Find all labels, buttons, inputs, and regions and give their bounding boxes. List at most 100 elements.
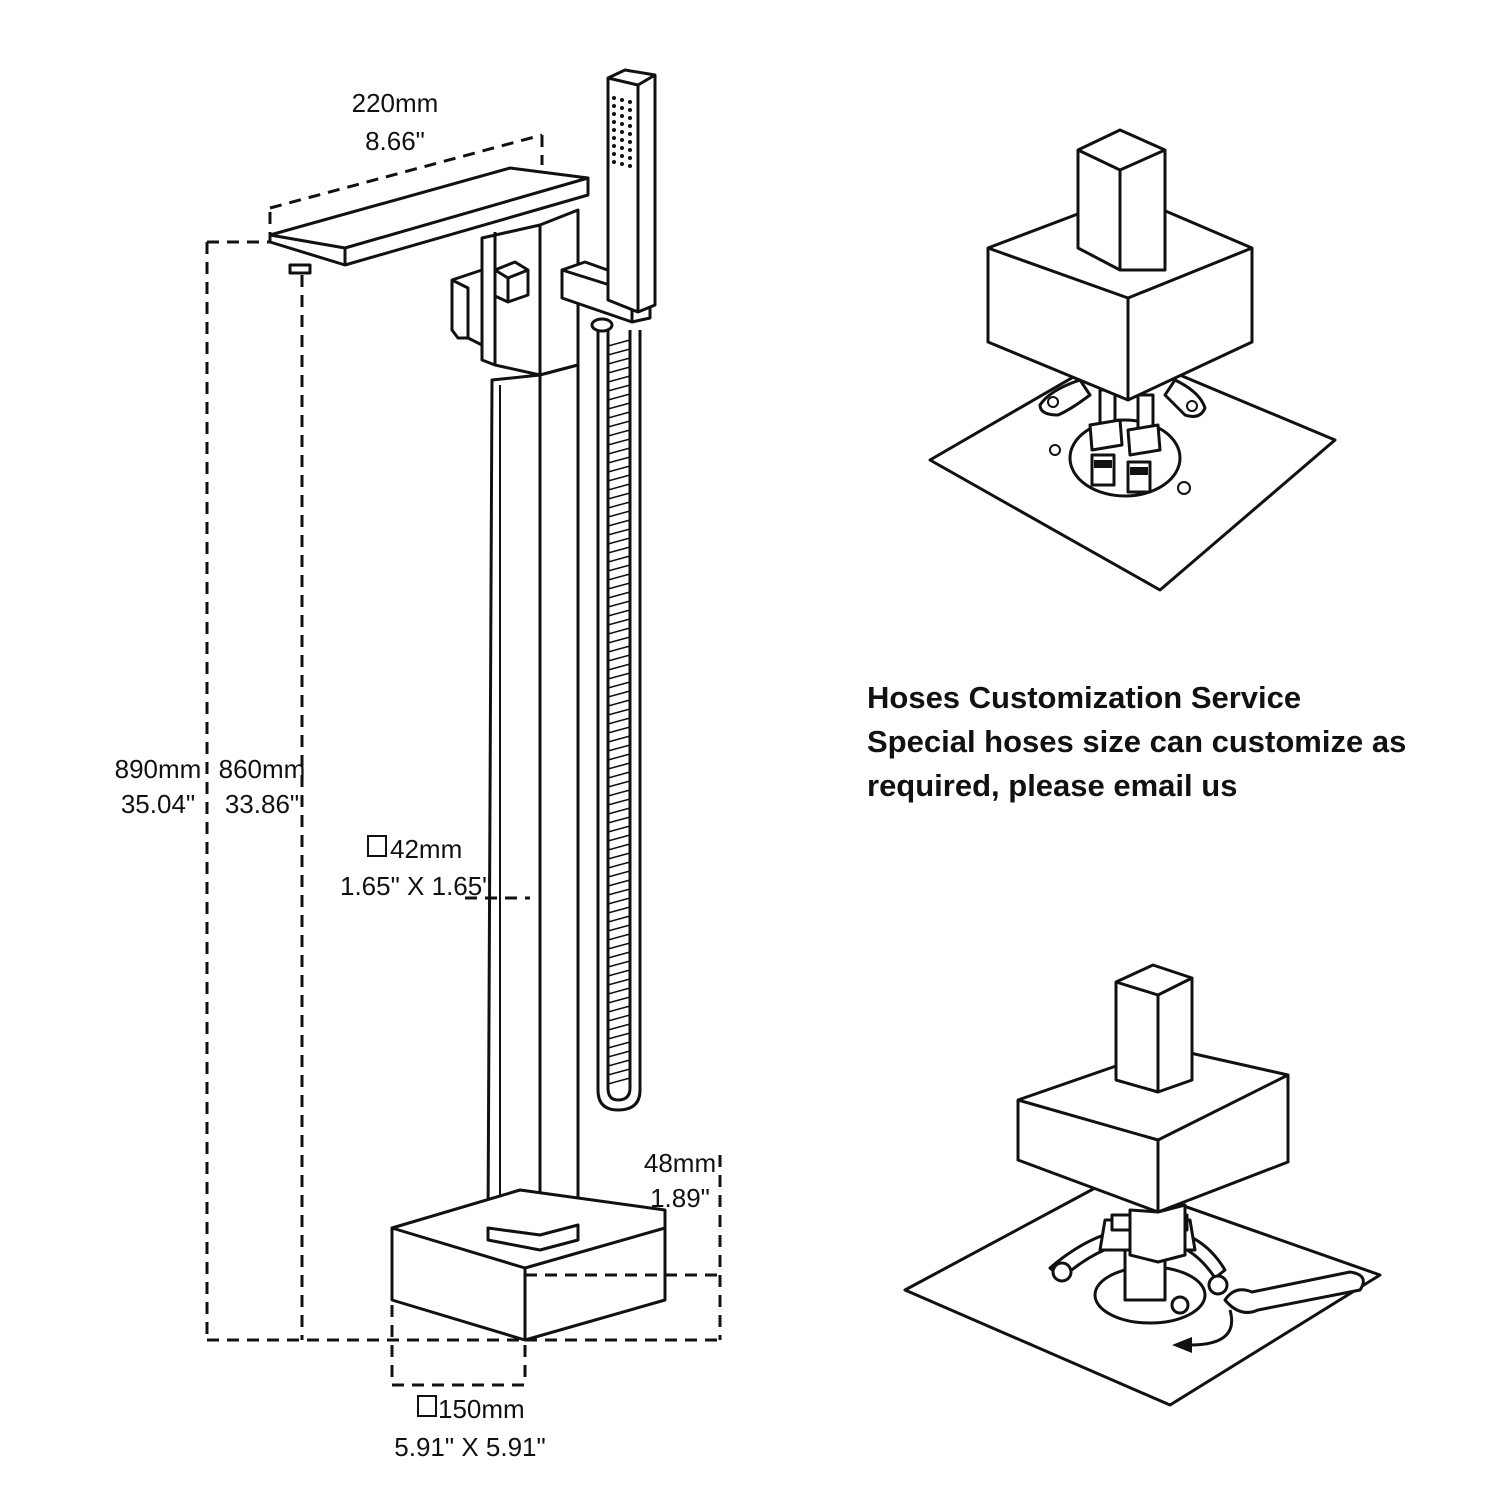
hose-hatch-line [607, 1005, 631, 1013]
customization-note: Hoses Customization Service Special hose… [867, 680, 1406, 803]
square-symbol-base [417, 1395, 437, 1417]
hose-hatch-line [607, 888, 631, 896]
hose-hatch-line [607, 978, 631, 986]
hose-hatch-line [607, 699, 631, 707]
hose-hatch-line [607, 492, 631, 500]
nozzle-dot [612, 136, 616, 140]
hose-hatch-line [607, 438, 631, 446]
hose-hatch-line [607, 348, 631, 356]
hose-hatch-line [607, 1068, 631, 1076]
base-size-mm: 150mm [438, 1394, 525, 1424]
hose-hatch-line [607, 870, 631, 878]
hose-hatch-line [607, 798, 631, 806]
nozzle-dot [628, 164, 632, 168]
hose-hatch-line [607, 537, 631, 545]
hose-hatch-line [607, 555, 631, 563]
hose-hatch-line [607, 771, 631, 779]
hose-hatch-line [607, 690, 631, 698]
nozzle-dot [620, 154, 624, 158]
nozzle-dot [628, 132, 632, 136]
nozzle-dot [628, 124, 632, 128]
install-step-base-mounting [903, 963, 1382, 1407]
hose-hatch-line [607, 654, 631, 662]
hose-hatch-line [607, 960, 631, 968]
dimension-labels: 220mm 8.66" 890mm 35.04" 860mm 33.86" 42… [115, 88, 716, 1462]
hose-hatch-line [607, 897, 631, 905]
hose-hatch-line [607, 1014, 631, 1022]
hose-hatch-line [607, 501, 631, 509]
hose-hatch-line [607, 663, 631, 671]
hose-hatch-line [607, 987, 631, 995]
hose-hatch-line [607, 411, 631, 419]
spout-length-mm: 220mm [352, 88, 439, 118]
hose-hatch-line [607, 924, 631, 932]
spout-height-in: 33.86" [225, 789, 299, 819]
column-size-in: 1.65" X 1.65" [340, 871, 491, 901]
nozzle-dot [620, 114, 624, 118]
spout-length-in: 8.66" [365, 126, 425, 156]
hose-texture [607, 339, 631, 1085]
hose-hatch-line [607, 600, 631, 608]
hose-hatch-line [607, 879, 631, 887]
hose-hatch-line [607, 456, 631, 464]
hose-hatch-line [607, 375, 631, 383]
spout-height-mm: 860mm [219, 754, 306, 784]
nozzle-dot [620, 130, 624, 134]
nozzle-dot [612, 144, 616, 148]
hand-shower [606, 68, 657, 314]
note-line-2: required, please email us [867, 768, 1237, 803]
hose-hatch-line [607, 528, 631, 536]
hose-hatch-line [607, 474, 631, 482]
hose-hatch-line [607, 357, 631, 365]
hose-hatch-line [607, 420, 631, 428]
hose-hatch-line [607, 510, 631, 518]
column-size-mm: 42mm [390, 834, 462, 864]
nozzle-dot [628, 100, 632, 104]
hose-hatch-line [607, 546, 631, 554]
hose-hatch-line [607, 645, 631, 653]
hose-hatch-line [607, 465, 631, 473]
hose-hatch-line [607, 744, 631, 752]
column-head [480, 208, 580, 377]
hose-hatch-line [607, 636, 631, 644]
hose-hatch-line [607, 1077, 631, 1085]
nozzle-dot [628, 148, 632, 152]
hose-hatch-line [607, 996, 631, 1004]
hose-hatch-line [607, 942, 631, 950]
hose-hatch-line [607, 834, 631, 842]
nozzle-dot [628, 140, 632, 144]
hose-hatch-line [607, 618, 631, 626]
nozzle-dot [612, 160, 616, 164]
hose-hatch-line [607, 969, 631, 977]
square-symbol [367, 835, 387, 857]
nozzle-dot [612, 128, 616, 132]
hose-hatch-line [607, 393, 631, 401]
hose-hatch-line [607, 735, 631, 743]
hose-hatch-line [607, 447, 631, 455]
main-column [486, 363, 580, 1237]
hose-hatch-line [607, 384, 631, 392]
hose-hatch-line [607, 672, 631, 680]
hose-hatch-line [607, 339, 631, 347]
hose-hatch-line [607, 564, 631, 572]
nozzle-dot [612, 112, 616, 116]
base-height-mm: 48mm [644, 1148, 716, 1178]
nozzle-dot [620, 162, 624, 166]
hose-hatch-line [607, 726, 631, 734]
hose-hatch-line [607, 915, 631, 923]
hose-hatch-line [607, 780, 631, 788]
hose-hatch-line [607, 366, 631, 374]
hose-hatch-line [607, 825, 631, 833]
shower-nozzles [612, 96, 632, 168]
hose-hatch-line [607, 627, 631, 635]
overall-height-in: 35.04" [121, 789, 195, 819]
hose-hatch-line [607, 789, 631, 797]
hose-hatch-line [607, 708, 631, 716]
hose-hatch-line [607, 906, 631, 914]
nozzle-dot [628, 116, 632, 120]
hose-hatch-line [607, 591, 631, 599]
hose-hatch-line [607, 573, 631, 581]
nozzle-dot [628, 156, 632, 160]
